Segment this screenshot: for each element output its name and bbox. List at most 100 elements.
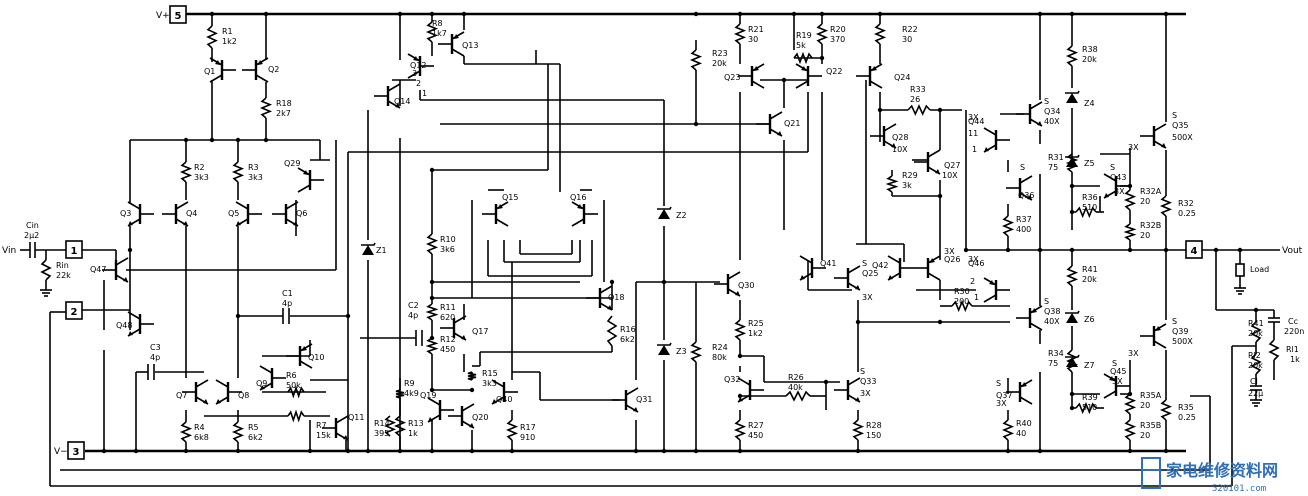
resistor-ref: R26: [788, 373, 804, 382]
capacitor-ref: C3: [150, 343, 161, 352]
transistor-q11: Q11: [322, 413, 364, 441]
resistor-ref: R9: [404, 379, 415, 388]
transistor-q44: Q44: [968, 117, 1010, 153]
svg-text:Cc: Cc: [1288, 317, 1298, 326]
transistor-ref: Q26: [944, 255, 960, 264]
resistor-ref: R8: [432, 19, 443, 28]
transistor-q36: Q36: [1006, 175, 1034, 201]
svg-text:Cin: Cin: [26, 221, 39, 230]
svg-text:1k: 1k: [1290, 355, 1300, 364]
transistor-ref: Q7: [176, 391, 187, 400]
scale-label: S: [1112, 359, 1117, 368]
transistor-q35: Q35: [1140, 121, 1188, 149]
resistor-ref: R29: [902, 171, 918, 180]
scale-label: 3X: [1112, 377, 1123, 386]
resistor-value: 40: [1016, 429, 1026, 438]
transistor-q27: Q27: [914, 149, 960, 175]
resistor-value: 3k: [902, 181, 912, 190]
transistor-q5: Q5: [228, 201, 262, 227]
pin-index-label: 3X: [968, 255, 979, 264]
resistor-ref: R28: [866, 421, 882, 430]
transistor-ref: Q25: [862, 269, 878, 278]
zener-ref: Z6: [1084, 315, 1095, 324]
transistor-q16: Q16: [570, 193, 598, 227]
transistor-q24: Q24: [856, 63, 910, 89]
transistor-q48: Q48: [116, 311, 154, 337]
resistor-ref: R23: [712, 49, 728, 58]
resistor-ref: R22: [902, 25, 918, 34]
resistor-value: 3k3: [248, 173, 263, 182]
transistor-q13: Q13: [438, 31, 478, 57]
svg-text:V−: V−: [54, 447, 68, 457]
transistor-ref: Q21: [784, 119, 800, 128]
resistor-ref: R32A: [1140, 187, 1162, 196]
resistor-ref: R11: [440, 303, 456, 312]
transistor-ref: Q28: [892, 133, 908, 142]
svg-text:20k: 20k: [1248, 329, 1263, 338]
resistor-ref: R21: [748, 25, 764, 34]
scale-label: 3X: [1128, 349, 1139, 358]
resistor-value: 2k7: [276, 109, 291, 118]
resistor-ref: R35: [1178, 403, 1194, 412]
svg-text:2μ2: 2μ2: [24, 231, 39, 240]
resistor-ref: R41: [1082, 265, 1098, 274]
resistor-ref: R15: [482, 369, 498, 378]
transistor-ref: Q46: [968, 259, 984, 268]
transistor-ref: Q33: [860, 377, 876, 386]
resistor-ref: R16: [620, 325, 636, 334]
resistor-value: 395: [374, 429, 389, 438]
transistor-ref: Q40: [496, 395, 512, 404]
scale-label: S: [860, 367, 865, 376]
resistor-ref: R31: [1048, 153, 1064, 162]
resistor-ref: R40: [1016, 419, 1032, 428]
svg-text:Vin: Vin: [2, 246, 16, 256]
svg-text:22k: 22k: [56, 271, 71, 280]
resistor-value: 75: [1048, 359, 1058, 368]
scale-label: S: [1172, 111, 1177, 120]
power-rails: [49, 12, 1274, 487]
transistor-q1: Q1: [204, 57, 236, 83]
transistor-ref: Q32: [724, 375, 740, 384]
transistor-q23: Q23: [724, 63, 765, 89]
resistor-value: 20: [1140, 231, 1150, 240]
resistor-value: 40k: [788, 383, 803, 392]
components: R11k2R23k3R33k3R46k8R56k2R182k7R81k7R94k…: [90, 19, 1196, 443]
svg-text:Load: Load: [1250, 265, 1269, 274]
svg-text:Vout: Vout: [1282, 246, 1303, 256]
zener-z3: Z3: [657, 342, 687, 356]
transistor-ref: Q30: [738, 281, 754, 290]
zener-ref: Z1: [376, 246, 387, 255]
resistor-ref: R14: [374, 419, 390, 428]
transistor-ref: Q48: [116, 321, 132, 330]
transistor-q19: Q19: [420, 391, 454, 423]
resistor-value: 20k: [712, 59, 727, 68]
transistor-ref: Q13: [462, 41, 478, 50]
scale-label: S: [1044, 297, 1049, 306]
pin-3: V− 3: [54, 441, 85, 460]
resistor-value: 4k9: [404, 389, 419, 398]
rin-resistor: Rin 22k: [40, 250, 71, 297]
zener-ref: Z2: [676, 211, 687, 220]
